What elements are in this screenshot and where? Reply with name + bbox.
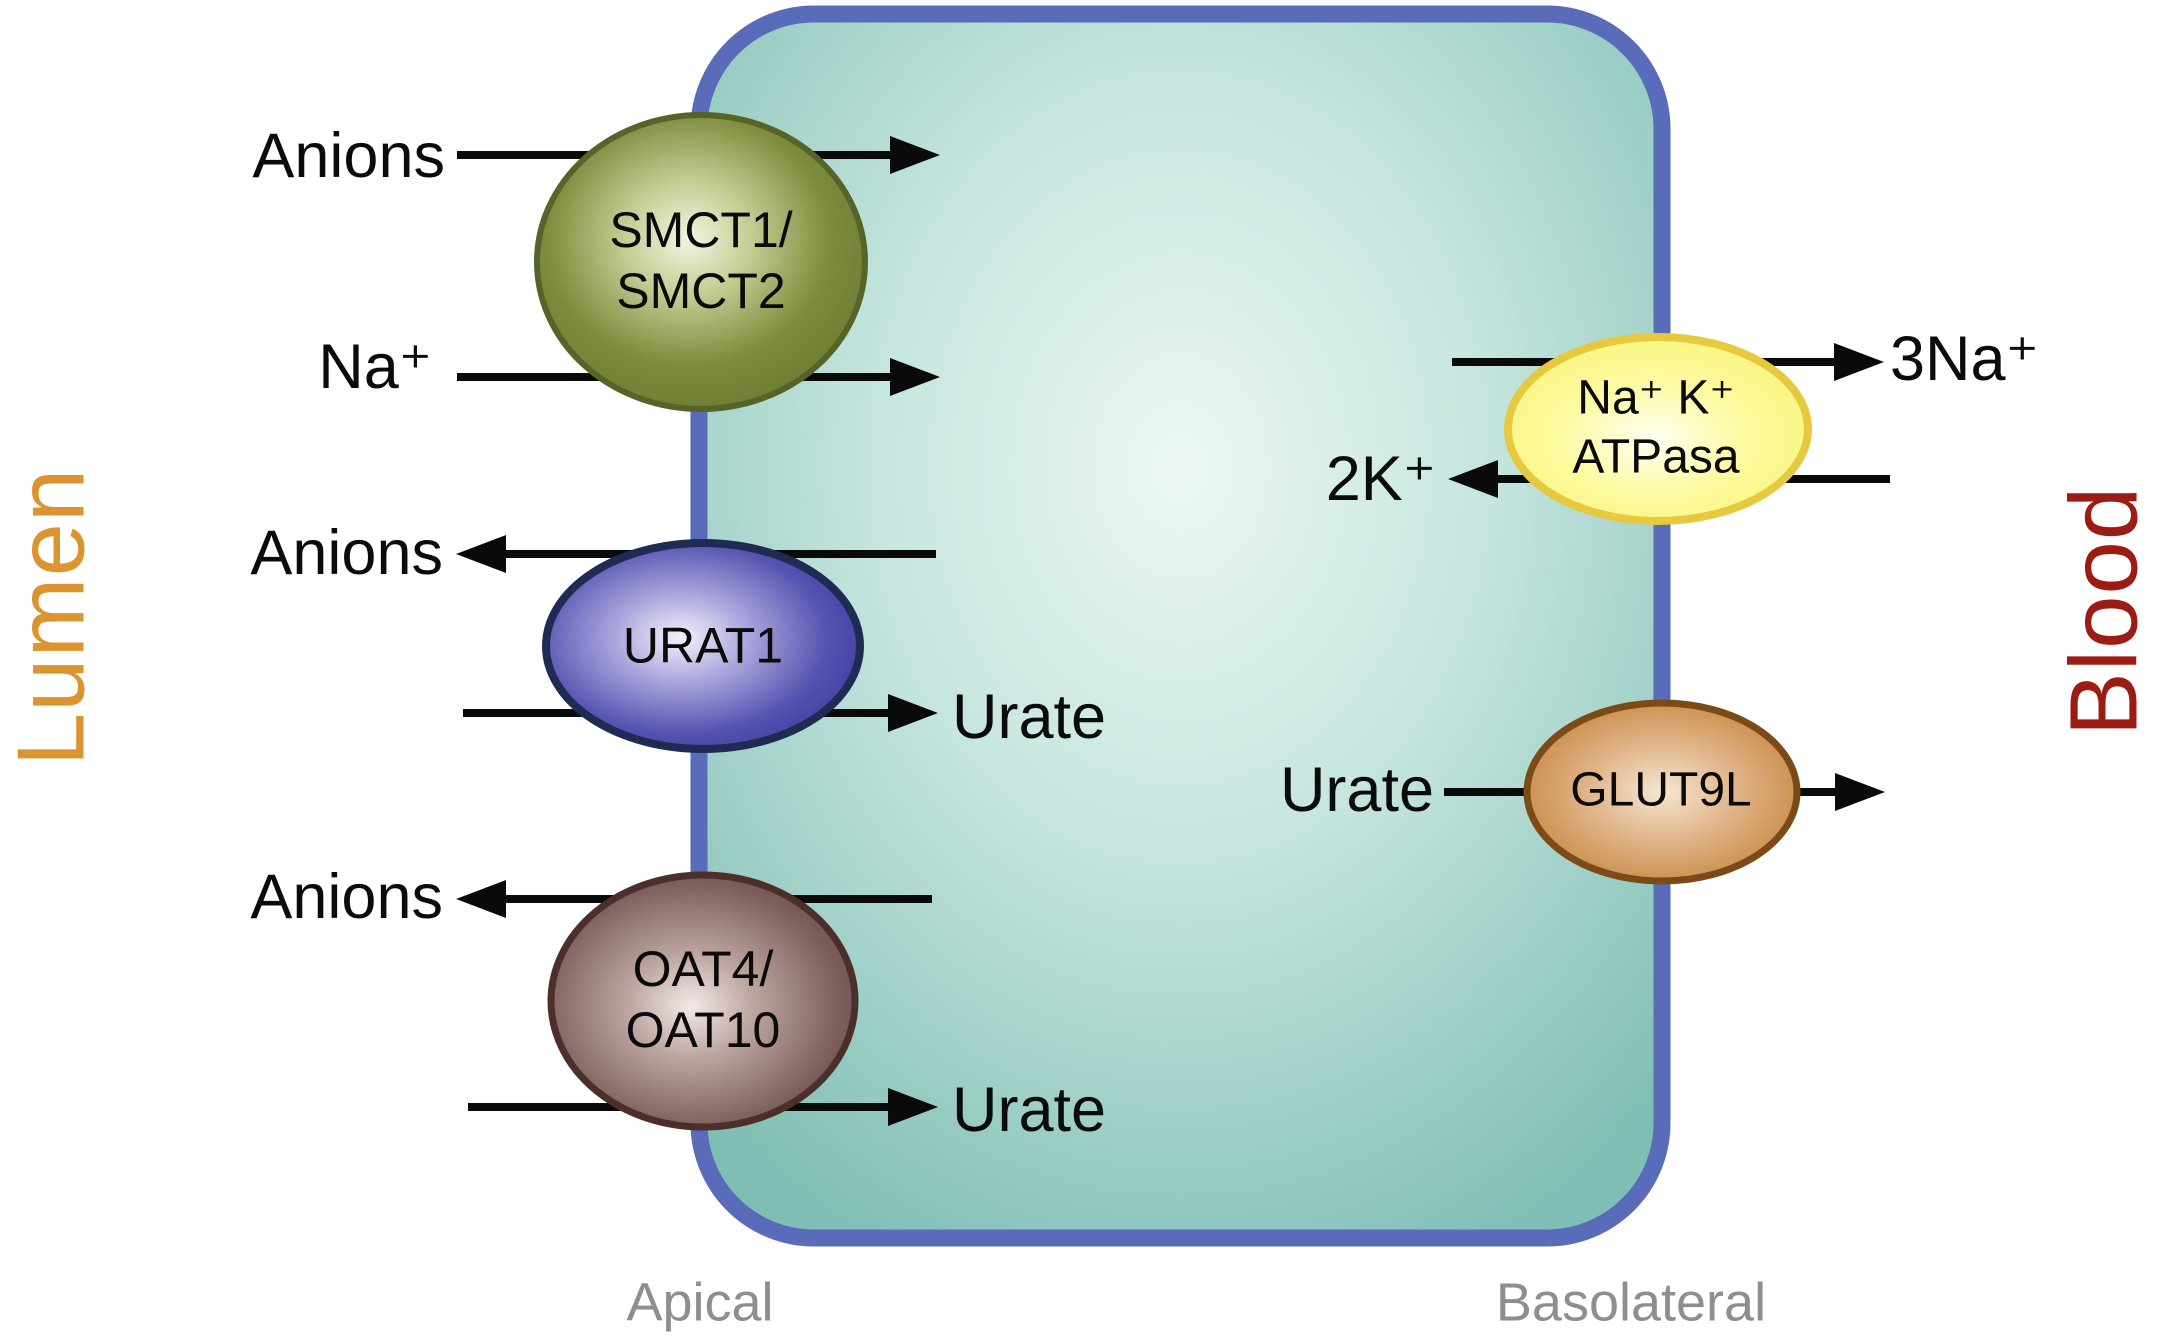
glut9l-transporter <box>1523 699 1801 885</box>
smct-transporter <box>534 112 868 412</box>
oat-transporter <box>547 871 859 1131</box>
urat1-transporter <box>542 539 864 753</box>
na-k-atpase-pump <box>1504 333 1812 525</box>
